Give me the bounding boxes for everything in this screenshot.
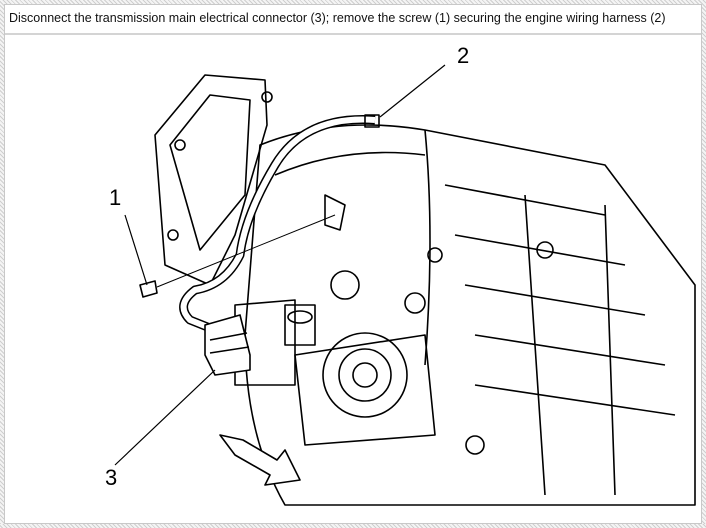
callout-3: 3: [105, 465, 117, 490]
engine-wiring-harness: [179, 114, 380, 335]
transmission-illustration: 1 2 3: [5, 35, 701, 523]
transmission-case: [234, 124, 696, 506]
procedure-caption: Disconnect the transmission main electri…: [5, 5, 701, 35]
callout-2: 2: [457, 43, 469, 68]
procedure-panel: Disconnect the transmission main electri…: [4, 4, 702, 524]
callout-1: 1: [109, 185, 121, 210]
screw: [139, 214, 336, 298]
main-electrical-connector: [204, 314, 251, 376]
front-direction-arrow-icon: [219, 434, 301, 486]
bellhousing: [154, 74, 273, 286]
